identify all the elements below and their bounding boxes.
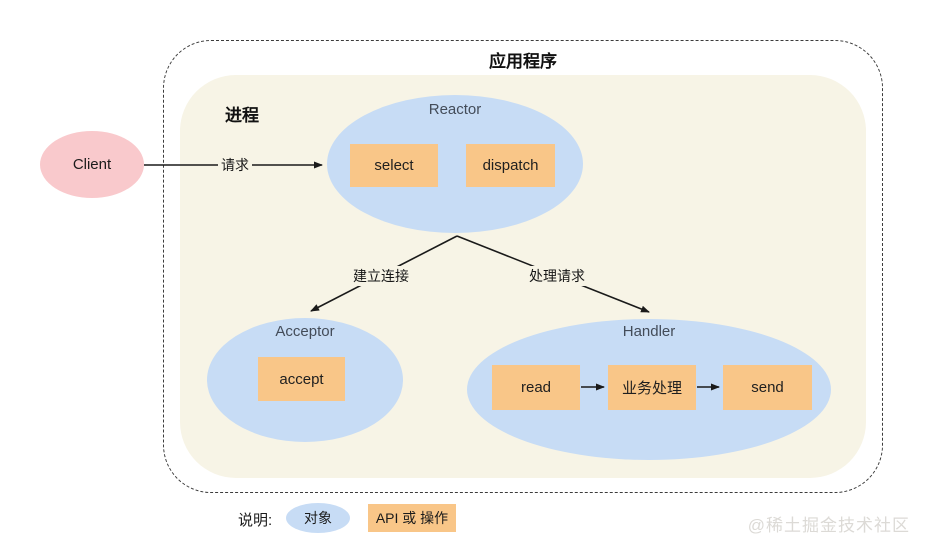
application-frame xyxy=(163,40,883,493)
legend-title: 说明: xyxy=(238,512,273,529)
acceptor-title: Acceptor xyxy=(275,323,335,340)
legend-api-label: API 或 操作 xyxy=(375,510,449,526)
legend-object-ellipse: 对象 xyxy=(286,503,350,533)
watermark: @稀土掘金技术社区 xyxy=(747,516,910,535)
client-label: Client xyxy=(72,156,112,173)
send-box: send xyxy=(723,365,812,410)
client-ellipse: Client xyxy=(40,131,144,198)
edge-label-handle-request: 处理请求 xyxy=(526,266,588,286)
process-label: 进程 xyxy=(225,106,259,125)
handler-title: Handler xyxy=(622,323,676,340)
legend-object-label: 对象 xyxy=(304,510,332,526)
business-process-box: 业务处理 xyxy=(608,365,696,410)
accept-box: accept xyxy=(258,357,345,401)
select-box: select xyxy=(350,144,438,187)
application-title: 应用程序 xyxy=(489,52,557,71)
read-box: read xyxy=(492,365,580,410)
edge-label-establish-connection: 建立连接 xyxy=(350,266,412,286)
edge-label-request: 请求 xyxy=(218,155,252,175)
dispatch-box: dispatch xyxy=(466,144,555,187)
reactor-title: Reactor xyxy=(428,101,482,118)
legend-api-box: API 或 操作 xyxy=(368,504,456,532)
